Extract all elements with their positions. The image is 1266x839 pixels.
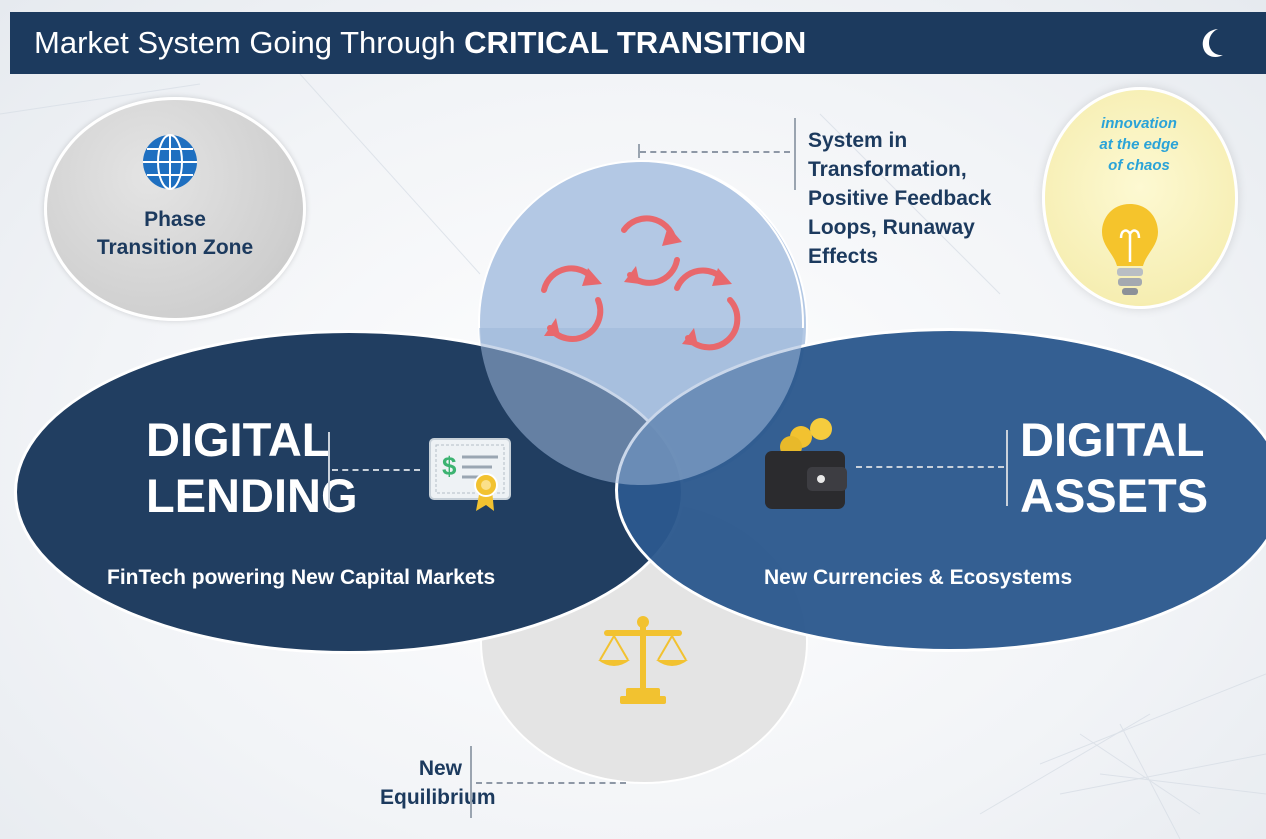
lending-subtitle: FinTech powering New Capital Markets — [107, 566, 496, 589]
title-normal: Market System Going Through — [34, 25, 465, 60]
system-note-line5: Effects — [808, 245, 879, 268]
globe-icon — [143, 134, 197, 190]
equilibrium-note: New Equilibrium — [380, 754, 496, 812]
phase-label-line1: Phase — [144, 208, 206, 231]
equilibrium-connector-dash — [476, 782, 626, 784]
background-network — [0, 74, 1266, 839]
innovation-line3: of chaos — [1108, 157, 1170, 174]
balance-scale-icon — [598, 616, 688, 704]
header-bar: Market System Going Through CRITICAL TRA… — [10, 12, 1266, 74]
system-note: System in Transformation, Positive Feedb… — [808, 126, 1038, 271]
transformation-overlap-mid — [479, 328, 803, 485]
equilibrium-line1: New — [418, 757, 462, 780]
lending-bar — [328, 432, 330, 508]
assets-subtitle: New Currencies & Ecosystems — [764, 566, 1073, 589]
assets-title-line1: DIGITAL — [1020, 413, 1205, 466]
system-connector-stub — [638, 144, 640, 158]
equilibrium-line2: Equilibrium — [380, 786, 496, 809]
lending-title-line1: DIGITAL — [146, 413, 331, 466]
page-title: Market System Going Through CRITICAL TRA… — [34, 25, 806, 61]
title-bold: CRITICAL TRANSITION — [464, 25, 807, 60]
crescent-logo-icon — [1202, 29, 1223, 58]
system-connector-dash — [640, 151, 790, 153]
system-note-line4: Loops, Runaway — [808, 216, 975, 239]
lending-title: DIGITAL LENDING — [146, 412, 358, 524]
phase-transition-circle — [44, 97, 306, 321]
certificate-dollar-icon: $ — [429, 438, 511, 511]
feedback-loops-icon — [541, 215, 741, 351]
system-note-line3: Positive Feedback — [808, 187, 992, 210]
digital-assets-ellipse — [615, 328, 1266, 652]
phase-label: Phase Transition Zone — [44, 206, 306, 262]
transformation-overlap — [478, 160, 804, 328]
assets-connector-dash — [856, 466, 1004, 468]
innovation-line1: innovation — [1101, 115, 1177, 132]
assets-bar — [1006, 430, 1008, 506]
system-note-bar — [794, 118, 796, 190]
lightbulb-icon — [1102, 204, 1158, 295]
innovation-label: innovation at the edge of chaos — [1066, 113, 1212, 176]
phase-label-line2: Transition Zone — [96, 236, 254, 259]
lending-title-line2: LENDING — [146, 469, 358, 522]
innovation-line2: at the edge — [1099, 136, 1179, 153]
equilibrium-bar — [470, 746, 472, 818]
assets-title-line2: ASSETS — [1020, 469, 1209, 522]
assets-title: DIGITAL ASSETS — [1020, 412, 1209, 524]
wallet-coins-icon — [765, 418, 847, 509]
system-note-line2: Transformation, — [808, 158, 967, 181]
lending-connector-dash — [332, 469, 420, 471]
system-note-line1: System in — [808, 129, 908, 152]
svg-text:$: $ — [442, 451, 457, 481]
